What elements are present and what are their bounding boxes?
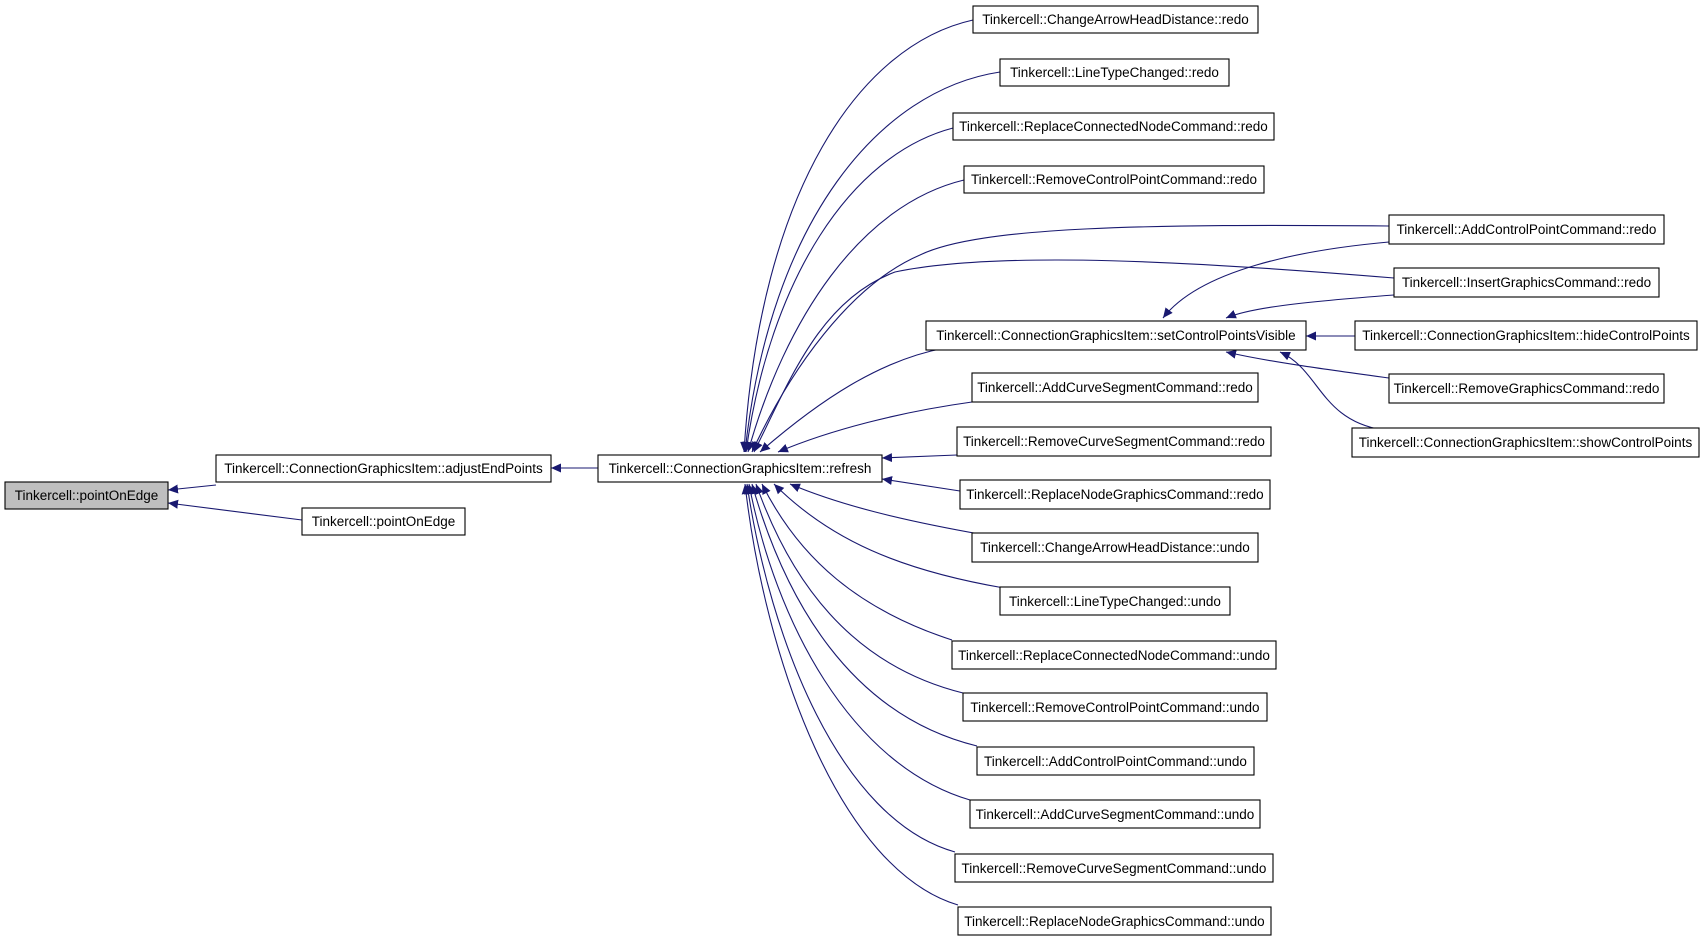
node-n6-label: Tinkercell::AddCurveSegmentCommand::redo: [977, 380, 1253, 395]
node-showCP-label: Tinkercell::ConnectionGraphicsItem::show…: [1359, 435, 1693, 450]
edge-n8-to-refresh: [881, 476, 961, 492]
edge-pointOnEdge2-to-root: [167, 499, 303, 521]
node-root[interactable]: Tinkercell::pointOnEdge: [4, 481, 169, 510]
edge-n2-to-refresh: [741, 71, 1001, 453]
node-n6[interactable]: Tinkercell::AddCurveSegmentCommand::redo: [971, 372, 1259, 403]
node-n16[interactable]: Tinkercell::ReplaceNodeGraphicsCommand::…: [957, 906, 1272, 936]
node-n2[interactable]: Tinkercell::LineTypeChanged::redo: [999, 58, 1230, 87]
node-n14-label: Tinkercell::AddCurveSegmentCommand::undo: [976, 807, 1255, 822]
nodes: Tinkercell::pointOnEdge Tinkercell::Conn…: [4, 5, 1700, 936]
edge-addCPredo-to-refresh: [751, 224, 1390, 453]
node-root-label: Tinkercell::pointOnEdge: [15, 488, 159, 503]
edge-showCP-to-setCP: [1279, 351, 1384, 431]
node-insertRedo-label: Tinkercell::InsertGraphicsCommand::redo: [1402, 275, 1651, 290]
node-n9-label: Tinkercell::ChangeArrowHeadDistance::und…: [980, 540, 1250, 555]
node-n11[interactable]: Tinkercell::ReplaceConnectedNodeCommand:…: [951, 640, 1277, 670]
node-n4[interactable]: Tinkercell::RemoveControlPointCommand::r…: [963, 165, 1265, 194]
edge-n14-to-refresh: [746, 483, 971, 801]
edge-n4-to-refresh: [746, 179, 965, 453]
node-hideCP-label: Tinkercell::ConnectionGraphicsItem::hide…: [1362, 328, 1690, 343]
node-n15[interactable]: Tinkercell::RemoveCurveSegmentCommand::u…: [954, 853, 1274, 883]
node-addCPredo-label: Tinkercell::AddControlPointCommand::redo: [1397, 222, 1657, 237]
edge-n3-to-refresh: [742, 127, 954, 453]
node-removeGfxRedo[interactable]: Tinkercell::RemoveGraphicsCommand::redo: [1388, 373, 1665, 404]
edge-n9-to-refresh: [789, 483, 986, 536]
edge-n10-to-refresh: [773, 483, 1005, 589]
node-adjust-label: Tinkercell::ConnectionGraphicsItem::adju…: [224, 461, 543, 476]
edge-n6-to-refresh: [777, 401, 973, 453]
edge-n16-to-refresh: [741, 483, 959, 906]
node-refresh-label: Tinkercell::ConnectionGraphicsItem::refr…: [609, 461, 872, 476]
node-n7-label: Tinkercell::RemoveCurveSegmentCommand::r…: [963, 434, 1265, 449]
node-refresh[interactable]: Tinkercell::ConnectionGraphicsItem::refr…: [597, 454, 883, 483]
edge-removeGfxRedo-to-setCP: [1225, 349, 1390, 379]
edges: [167, 19, 1395, 906]
node-n1-label: Tinkercell::ChangeArrowHeadDistance::red…: [982, 12, 1249, 27]
edge-insertRedo-to-refresh: [753, 259, 1395, 453]
edge-n13-to-refresh: [750, 483, 978, 747]
node-n13[interactable]: Tinkercell::AddControlPointCommand::undo: [976, 746, 1255, 776]
node-n11-label: Tinkercell::ReplaceConnectedNodeCommand:…: [958, 648, 1270, 663]
node-showCP[interactable]: Tinkercell::ConnectionGraphicsItem::show…: [1351, 427, 1700, 458]
node-n3-label: Tinkercell::ReplaceConnectedNodeCommand:…: [959, 119, 1268, 134]
edge-n15-to-refresh: [744, 483, 956, 853]
node-setCP-label: Tinkercell::ConnectionGraphicsItem::setC…: [936, 328, 1295, 343]
node-n9[interactable]: Tinkercell::ChangeArrowHeadDistance::und…: [971, 532, 1259, 563]
edge-n1-to-refresh: [740, 19, 974, 453]
node-n3[interactable]: Tinkercell::ReplaceConnectedNodeCommand:…: [952, 112, 1275, 141]
node-n1[interactable]: Tinkercell::ChangeArrowHeadDistance::red…: [972, 5, 1259, 34]
node-addCPredo[interactable]: Tinkercell::AddControlPointCommand::redo: [1388, 214, 1665, 245]
edge-insertRedo-to-setCP: [1225, 294, 1395, 319]
node-n14[interactable]: Tinkercell::AddCurveSegmentCommand::undo: [969, 799, 1261, 829]
node-insertRedo[interactable]: Tinkercell::InsertGraphicsCommand::redo: [1393, 267, 1660, 298]
node-removeGfxRedo-label: Tinkercell::RemoveGraphicsCommand::redo: [1394, 381, 1660, 396]
node-pointOnEdge2[interactable]: Tinkercell::pointOnEdge: [301, 507, 466, 536]
edge-addCPredo-to-setCP: [1162, 241, 1390, 319]
node-n8[interactable]: Tinkercell::ReplaceNodeGraphicsCommand::…: [959, 479, 1271, 510]
node-n4-label: Tinkercell::RemoveControlPointCommand::r…: [971, 172, 1257, 187]
edge-n7-to-refresh: [881, 453, 958, 463]
node-n7[interactable]: Tinkercell::RemoveCurveSegmentCommand::r…: [956, 426, 1272, 457]
node-n10[interactable]: Tinkercell::LineTypeChanged::undo: [999, 586, 1231, 616]
node-n8-label: Tinkercell::ReplaceNodeGraphicsCommand::…: [966, 487, 1263, 502]
edge-adjust-to-root: [167, 484, 217, 494]
edge-n12-to-refresh: [755, 483, 964, 694]
node-n13-label: Tinkercell::AddControlPointCommand::undo: [984, 754, 1247, 769]
node-n2-label: Tinkercell::LineTypeChanged::redo: [1010, 65, 1219, 80]
node-setCP[interactable]: Tinkercell::ConnectionGraphicsItem::setC…: [925, 320, 1307, 351]
edge-n11-to-refresh: [761, 483, 953, 641]
node-pointOnEdge2-label: Tinkercell::pointOnEdge: [312, 514, 456, 529]
node-hideCP[interactable]: Tinkercell::ConnectionGraphicsItem::hide…: [1354, 320, 1698, 351]
node-n15-label: Tinkercell::RemoveCurveSegmentCommand::u…: [962, 861, 1267, 876]
edge-setCP-to-refresh: [759, 347, 946, 453]
node-adjust[interactable]: Tinkercell::ConnectionGraphicsItem::adju…: [215, 454, 552, 483]
node-n12-label: Tinkercell::RemoveControlPointCommand::u…: [970, 700, 1259, 715]
node-n16-label: Tinkercell::ReplaceNodeGraphicsCommand::…: [964, 914, 1264, 929]
node-n10-label: Tinkercell::LineTypeChanged::undo: [1009, 594, 1221, 609]
node-n12[interactable]: Tinkercell::RemoveControlPointCommand::u…: [962, 692, 1268, 722]
